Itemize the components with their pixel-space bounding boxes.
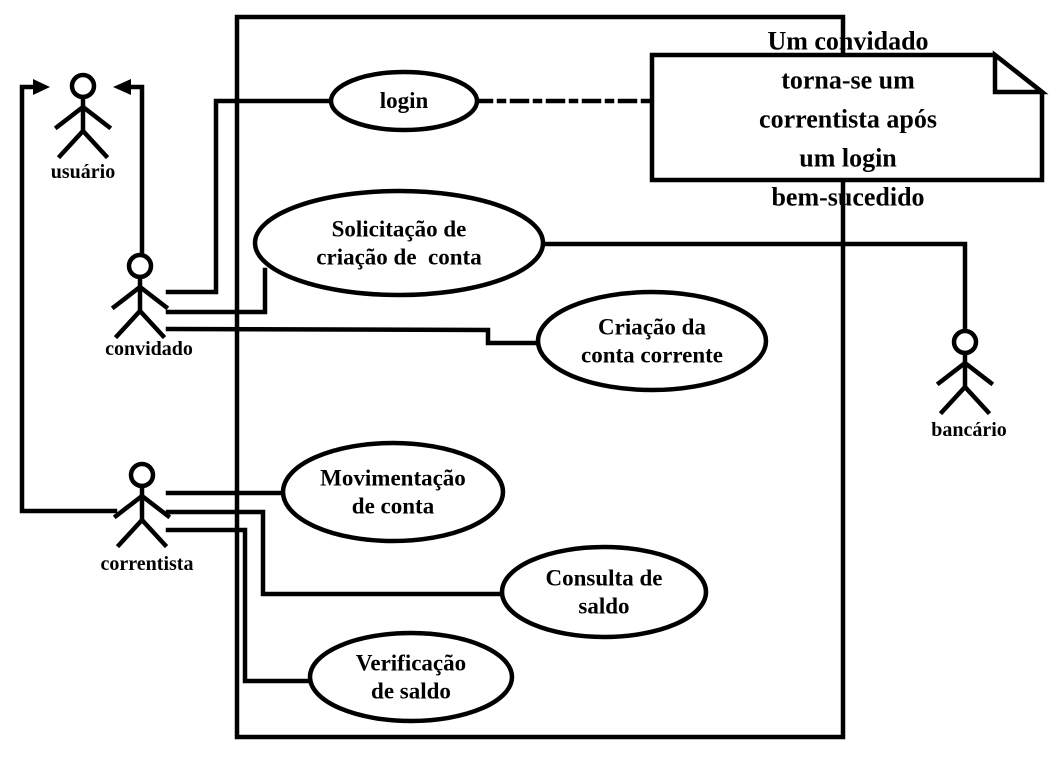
association-solicitacao-bancario — [507, 241, 968, 335]
usecase-consulta-ellipse — [499, 544, 709, 640]
usecase-solicitacao-ellipse — [252, 188, 546, 298]
system-boundary — [234, 14, 846, 740]
arrowhead-right-icon — [113, 79, 131, 95]
generalization-convidado-usuario — [127, 84, 145, 258]
actor-bancario-icon — [935, 328, 995, 416]
usecase-verificacao-ellipse — [307, 630, 515, 724]
association-convidado-criacao — [165, 326, 573, 346]
association-convidado-solicitacao — [165, 267, 268, 315]
usecase-login-ellipse — [328, 69, 480, 133]
usecase-movimentacao-ellipse — [280, 440, 506, 544]
note-outline — [649, 52, 1045, 183]
association-correntista-verificacao — [165, 527, 343, 684]
association-convidado-login — [165, 98, 353, 295]
note-fold-icon — [992, 50, 1049, 95]
generalization-correntista-usuario — [19, 84, 118, 514]
note-box — [649, 50, 1049, 183]
association-correntista-consulta — [165, 509, 533, 597]
actor-convidado-icon — [110, 252, 170, 340]
actor-correntista-icon — [112, 461, 172, 549]
actor-usuario-icon — [53, 72, 113, 160]
arrowhead-left-icon — [33, 79, 50, 95]
usecase-criacao-ellipse — [535, 289, 769, 393]
